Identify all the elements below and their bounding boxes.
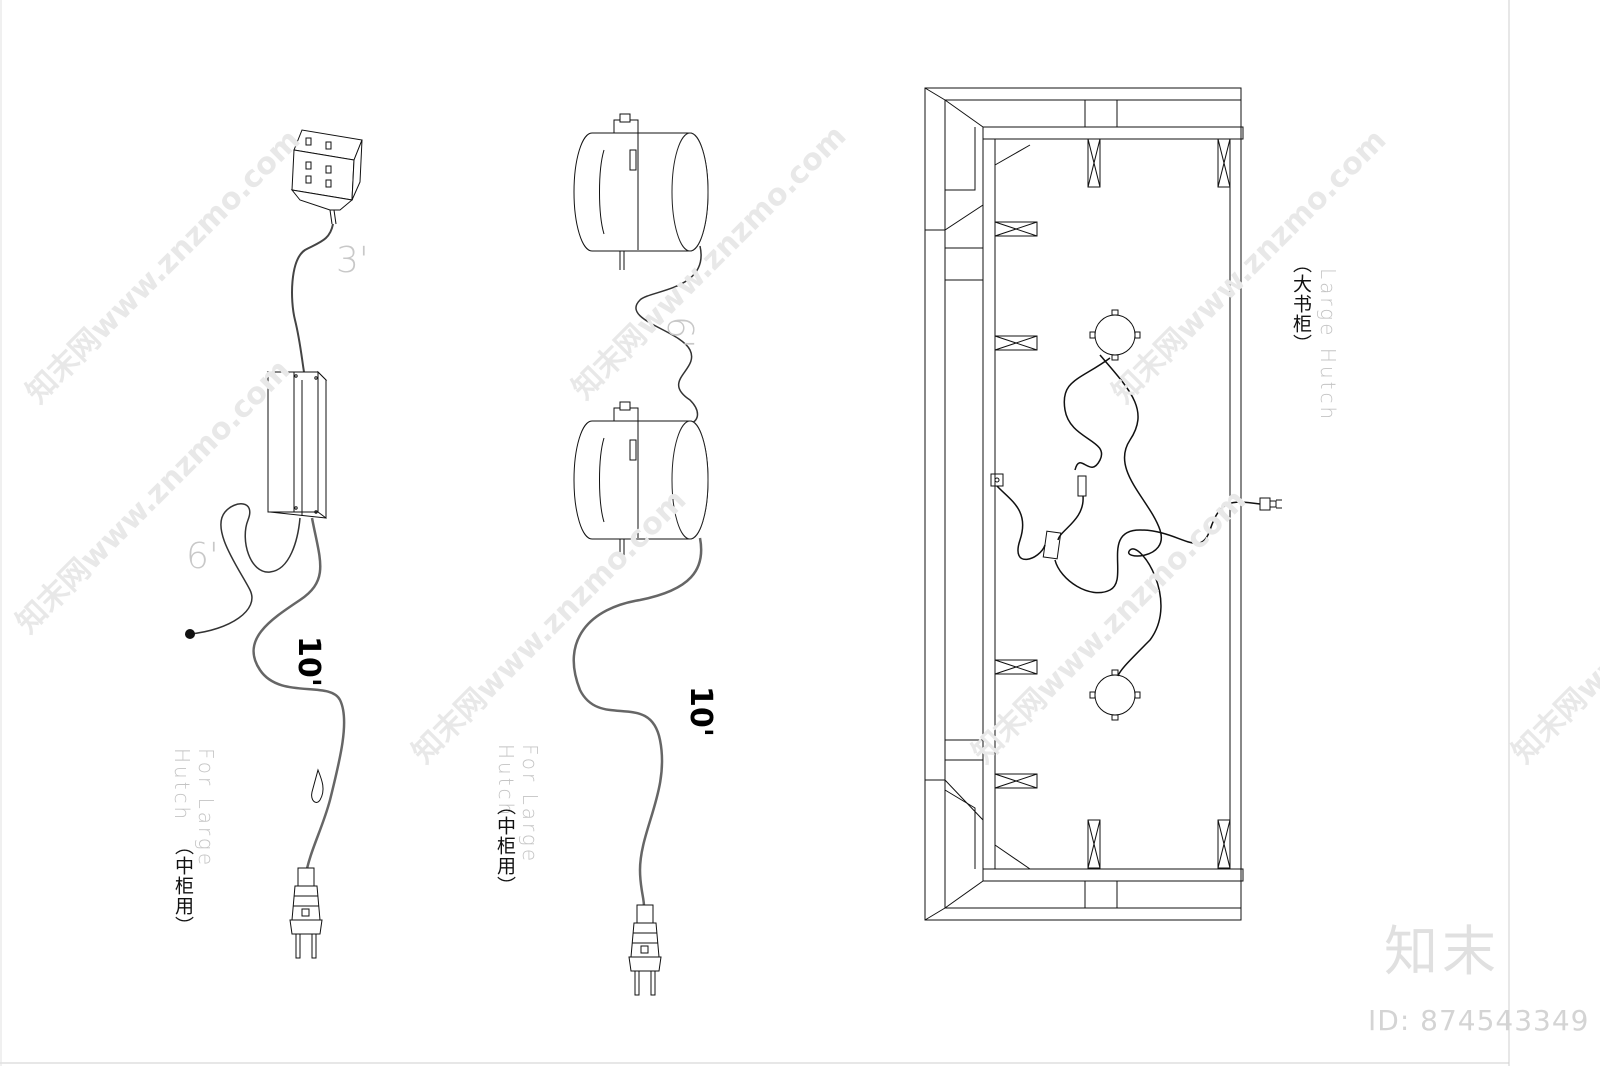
label-large-hutch: Large Hutch xyxy=(1316,268,1340,423)
label-for-large-hutch-left: For Large Hutch xyxy=(170,748,218,869)
hutch-brackets xyxy=(994,138,1231,869)
hutch-wires xyxy=(996,354,1261,677)
length-label-10ft-left: 10' xyxy=(291,636,326,687)
length-label-6ft-mid: 6' xyxy=(659,316,700,349)
left-assembly xyxy=(185,129,363,959)
hutch-transformer xyxy=(1042,530,1062,560)
length-label-10ft-mid: 10' xyxy=(683,686,718,737)
hutch-plug xyxy=(1259,497,1282,511)
puck-light-bottom xyxy=(573,401,709,556)
brand-logo: 知末 xyxy=(1384,920,1500,983)
hutch-outlet xyxy=(990,473,1004,487)
wire-end-dot xyxy=(185,629,195,639)
wire-6ft-left xyxy=(189,503,301,635)
hutch-switch xyxy=(1077,475,1087,497)
length-label-6ft-left: 6' xyxy=(186,536,219,577)
puck-light-top xyxy=(573,113,709,270)
plug-left xyxy=(289,867,323,959)
length-label-3ft: 3' xyxy=(336,240,369,281)
wire-6ft-mid xyxy=(635,245,702,425)
plug-middle xyxy=(628,904,662,996)
wire-10ft-left xyxy=(252,517,346,879)
label-for-large-hutch-mid: For Large Hutch xyxy=(494,744,542,865)
label-zhong-gui-yong-mid: （中柜用） xyxy=(494,796,516,896)
wire-3ft xyxy=(291,223,334,373)
label-zhong-gui-yong-left: （中柜用） xyxy=(172,836,194,936)
hutch-puck-bottom xyxy=(1089,669,1141,721)
hutch-puck-top xyxy=(1089,309,1141,361)
wire-10ft-mid xyxy=(572,537,703,911)
middle-assembly xyxy=(572,113,709,996)
hutch-plan xyxy=(924,87,1282,921)
image-id-label: ID: 874543349 xyxy=(1368,1004,1590,1037)
transformer-box xyxy=(266,370,328,519)
label-da-shu-gui: （大书柜） xyxy=(1290,254,1312,354)
outlet-strip xyxy=(290,129,363,225)
